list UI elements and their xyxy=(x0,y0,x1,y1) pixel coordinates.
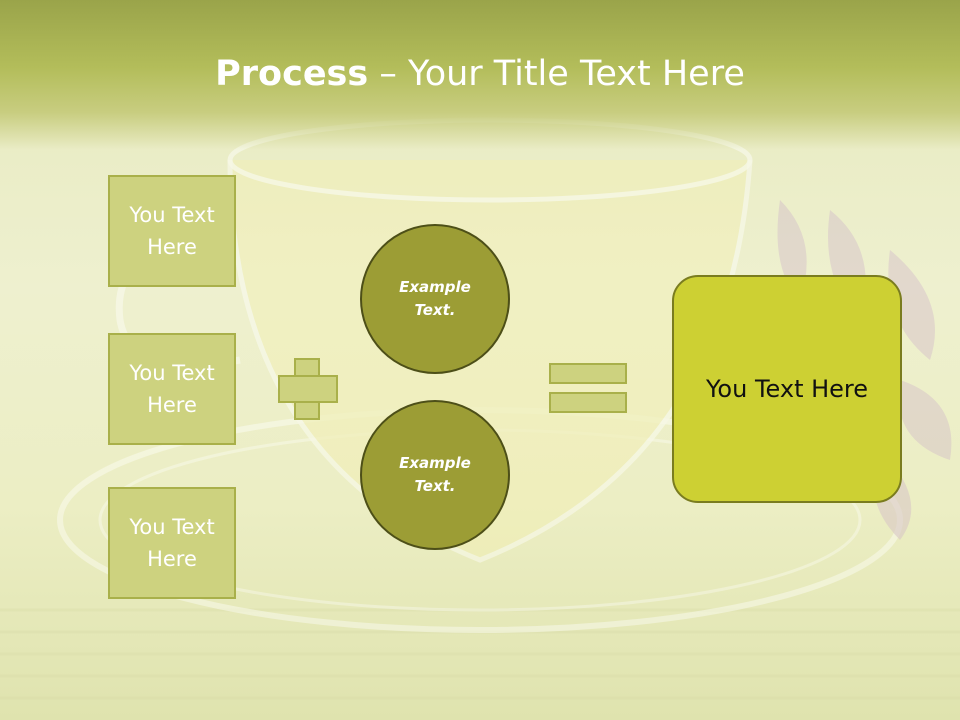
input-box-1-label: You Text Here xyxy=(129,203,215,259)
input-box-3[interactable]: You Text Here xyxy=(108,487,236,599)
equals-icon-bottom-bar xyxy=(549,392,627,413)
input-box-2-label: You Text Here xyxy=(129,361,215,417)
example-circle-2[interactable]: Example Text. xyxy=(360,400,510,550)
example-circle-1-label: Example Text. xyxy=(399,278,471,319)
example-circle-1[interactable]: Example Text. xyxy=(360,224,510,374)
input-box-2[interactable]: You Text Here xyxy=(108,333,236,445)
input-box-1[interactable]: You Text Here xyxy=(108,175,236,287)
title-rest: – Your Title Text Here xyxy=(368,54,745,94)
example-circle-2-label: Example Text. xyxy=(399,454,471,495)
plus-icon-center xyxy=(296,377,318,401)
title-band xyxy=(0,0,960,150)
slide-title: Process – Your Title Text Here xyxy=(0,52,960,96)
input-box-3-label: You Text Here xyxy=(129,515,215,571)
result-box-label: You Text Here xyxy=(705,375,869,403)
result-box[interactable]: You Text Here xyxy=(672,275,902,503)
equals-icon-top-bar xyxy=(549,363,627,384)
title-bold: Process xyxy=(215,54,369,94)
